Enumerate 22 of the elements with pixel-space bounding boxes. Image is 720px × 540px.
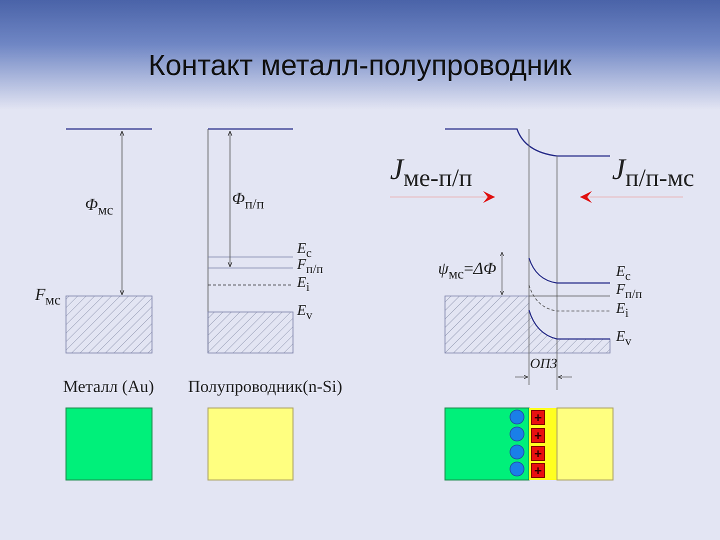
symbol-label: E$_{c}$ [297,242,312,260]
positive-charge-square: + [531,410,545,425]
symbol-label: J$_{п/п-мс}$ [612,155,694,191]
symbol-label: ψ$_{мс}$=ΔΦ [438,260,496,282]
symbol-label: E$_{v}$ [616,330,632,348]
positive-charge-square: + [531,446,545,461]
material-caption: Металл (Au) [63,378,154,395]
positive-charge-square: + [531,463,545,478]
symbol-label: Φ$_{п/п}$ [232,190,264,212]
symbol-label: J$_{ме-п/п}$ [390,155,472,191]
title: Контакт металл-полупроводник [147,52,573,81]
symbol-label: Φ$_{мс}$ [85,196,114,218]
symbol-label: F$_{мс}$ [35,286,61,308]
symbol-label: F$_{п/п}$ [297,258,324,276]
material-caption: Полупроводник(n-Si) [188,378,342,395]
symbol-label: ОПЗ [530,358,558,372]
symbol-label: E$_{c}$ [616,265,631,282]
symbol-label: E$_{i}$ [297,276,310,294]
symbol-label: E$_{v}$ [297,304,312,322]
symbol-label: E$_{i}$ [616,302,629,320]
symbol-label: F$_{п/п}$ [616,283,642,300]
positive-charge-square: + [531,428,545,443]
